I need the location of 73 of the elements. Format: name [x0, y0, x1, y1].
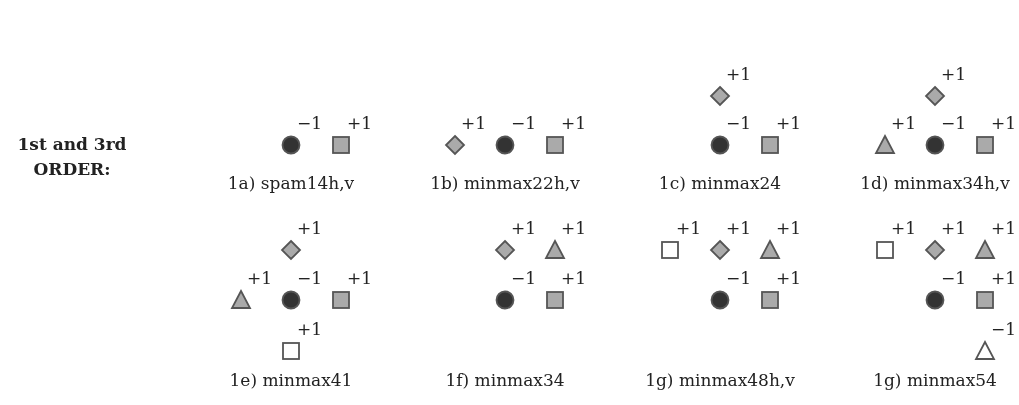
charge-label: −1: [991, 321, 1017, 338]
hollow-triangle-symbol: [974, 340, 996, 362]
diamond-symbol: [709, 85, 731, 107]
filled-circle-symbol: [709, 289, 731, 311]
filled-circle-symbol: [280, 289, 302, 311]
filled-circle-symbol: [924, 289, 946, 311]
charge-label: +1: [461, 115, 487, 132]
square-symbol: [759, 289, 781, 311]
square-symbol: [544, 289, 566, 311]
charge-label: −1: [726, 270, 752, 287]
panel-caption: 1g) minmax48h,v: [645, 372, 795, 389]
charge-label: +1: [511, 220, 537, 237]
panel-caption: 1f) minmax34: [445, 372, 565, 389]
filled-circle-symbol: [494, 134, 516, 156]
charge-label: +1: [347, 270, 373, 287]
charge-label: +1: [676, 220, 702, 237]
charge-label: −1: [297, 270, 323, 287]
charge-label: +1: [247, 270, 273, 287]
charge-label: −1: [511, 115, 537, 132]
charge-label: +1: [726, 66, 752, 83]
charge-label: −1: [941, 270, 967, 287]
charge-label: +1: [991, 270, 1017, 287]
charge-label: +1: [991, 115, 1017, 132]
charge-label: +1: [347, 115, 373, 132]
diamond-symbol: [709, 239, 731, 261]
square-symbol: [974, 134, 996, 156]
triangle-symbol: [874, 134, 896, 156]
charge-label: +1: [776, 270, 802, 287]
triangle-symbol: [974, 239, 996, 261]
panel-caption: 1d) minmax34h,v: [860, 175, 1010, 192]
panel-caption: 1e) minmax41: [229, 372, 353, 389]
charge-label: +1: [561, 220, 587, 237]
diamond-symbol: [924, 85, 946, 107]
diamond-symbol: [444, 134, 466, 156]
square-symbol: [330, 289, 352, 311]
charge-label: +1: [941, 66, 967, 83]
charge-label: +1: [941, 220, 967, 237]
panel-caption: 1c) minmax24: [658, 175, 782, 192]
square-symbol: [759, 134, 781, 156]
diamond-symbol: [280, 239, 302, 261]
panel-caption: 1g) minmax54: [873, 372, 997, 389]
hollow-square-symbol: [874, 239, 896, 261]
charge-label: −1: [511, 270, 537, 287]
square-symbol: [544, 134, 566, 156]
square-symbol: [330, 134, 352, 156]
filled-circle-symbol: [924, 134, 946, 156]
diamond-symbol: [494, 239, 516, 261]
triangle-symbol: [230, 289, 252, 311]
charge-label: −1: [297, 115, 323, 132]
charge-label: +1: [297, 321, 323, 338]
panel-caption: 1b) minmax22h,v: [430, 175, 580, 192]
triangle-symbol: [544, 239, 566, 261]
charge-label: −1: [941, 115, 967, 132]
charge-label: +1: [561, 270, 587, 287]
filled-circle-symbol: [280, 134, 302, 156]
charge-label: +1: [891, 115, 917, 132]
charge-label: +1: [991, 220, 1017, 237]
panel-caption: 1a) spam14h,v: [227, 175, 355, 192]
hollow-square-symbol: [280, 340, 302, 362]
row-heading: 1st and 3rd ORDER:: [16, 133, 128, 181]
charge-label: +1: [561, 115, 587, 132]
charge-label: +1: [726, 220, 752, 237]
charge-label: +1: [891, 220, 917, 237]
triangle-symbol: [759, 239, 781, 261]
hollow-square-symbol: [659, 239, 681, 261]
charge-label: +1: [297, 220, 323, 237]
charge-label: −1: [726, 115, 752, 132]
filled-circle-symbol: [494, 289, 516, 311]
charge-label: +1: [776, 220, 802, 237]
diamond-symbol: [924, 239, 946, 261]
charge-label: +1: [776, 115, 802, 132]
square-symbol: [974, 289, 996, 311]
filled-circle-symbol: [709, 134, 731, 156]
